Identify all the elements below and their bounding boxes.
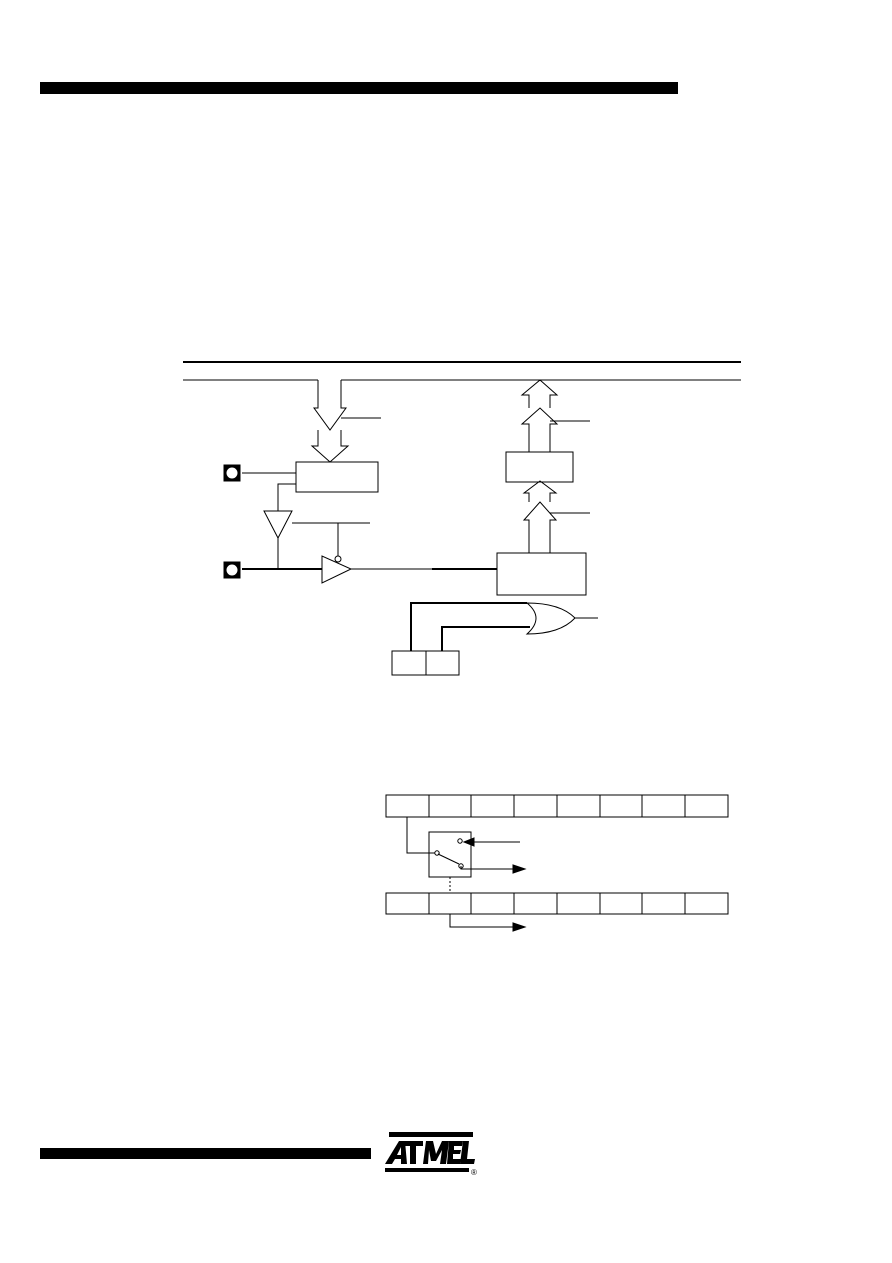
latch-box [295,461,379,493]
bit-box-right [425,650,460,676]
logic-box [496,552,587,596]
input-buffer-triangle [321,555,353,584]
top-register [385,794,729,818]
output-buffer-triangle [263,510,293,540]
register-switch-diagram [385,794,729,932]
down-bus-arrow [310,380,381,463]
footer-bar [40,1148,371,1159]
pin-pad-top-hole [226,467,238,479]
registered-mark: ® [471,1168,477,1177]
bottom-register [385,892,729,915]
switch-contact-a [457,838,463,844]
data-bus-diagram [183,361,741,676]
atmel-logo: ® [385,1132,477,1177]
up-bus-arrow-upper [520,379,590,452]
or-gate [525,602,576,635]
up-bus-arrow-lower [522,480,590,553]
bit-box-left [391,650,427,676]
register-box [505,451,574,483]
enable-bubble [334,555,342,563]
header-bar [40,82,678,94]
pin-pad-bottom-hole [226,564,238,576]
